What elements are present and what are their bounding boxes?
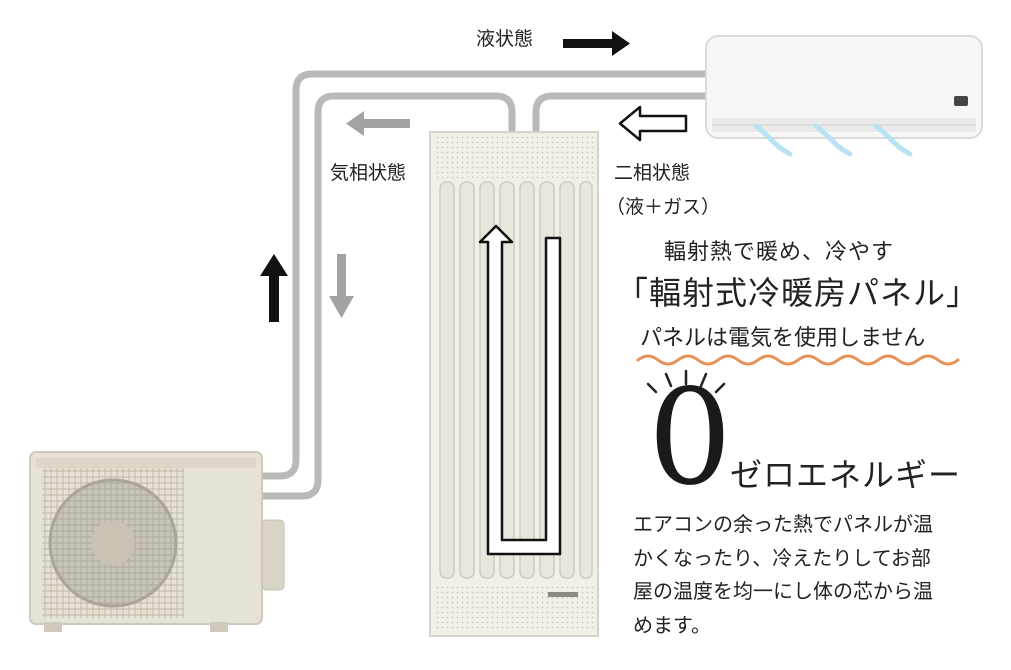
description-text: エアコンの余った熱でパネルが温 かくなったり、冷えたりしてお部 屋の温度を均一に…	[633, 508, 995, 642]
headline-subtitle: 輻射熱で暖め、冷やす	[664, 240, 895, 265]
description-line: めます。	[633, 612, 711, 637]
zero-energy-label: ゼロエネルギー	[730, 456, 962, 494]
two-phase-flow-arrow	[618, 105, 688, 142]
description-line: 屋の温度を均一にし体の芯から温	[633, 579, 933, 603]
return-two-phase-pipe	[532, 92, 716, 136]
down-flow-arrow	[329, 254, 354, 318]
description-line: エアコンの余った熱でパネルが温	[633, 512, 933, 536]
headline-title: 「輻射式冷暖房パネル」	[616, 274, 980, 312]
liquid-state-label: 液状態	[476, 28, 534, 50]
two-phase-sublabel: （液＋ガス）	[606, 196, 721, 218]
liquid-flow-arrow	[563, 31, 630, 56]
panel-flow-arrow	[478, 224, 562, 556]
refrigerant-pipes	[258, 70, 716, 500]
description-line: かくなったり、冷えたりしてお部	[633, 545, 931, 570]
indoor-ac-unit-icon	[705, 35, 983, 157]
radiant-panel-icon	[429, 131, 599, 637]
shine-rays-icon	[646, 369, 726, 394]
two-phase-label: 二相状態	[614, 162, 691, 184]
up-flow-arrow	[260, 254, 288, 322]
gas-state-label: 気相状態	[330, 162, 407, 184]
outer-liquid-pipe	[258, 70, 716, 480]
gas-flow-arrow	[346, 111, 410, 136]
outdoor-unit-icon	[29, 451, 285, 632]
inner-gas-pipe	[258, 92, 516, 500]
zero-digit: 0	[648, 361, 732, 515]
wavy-underline	[636, 354, 960, 366]
headline-note: パネルは電気を使用しません	[640, 326, 926, 351]
